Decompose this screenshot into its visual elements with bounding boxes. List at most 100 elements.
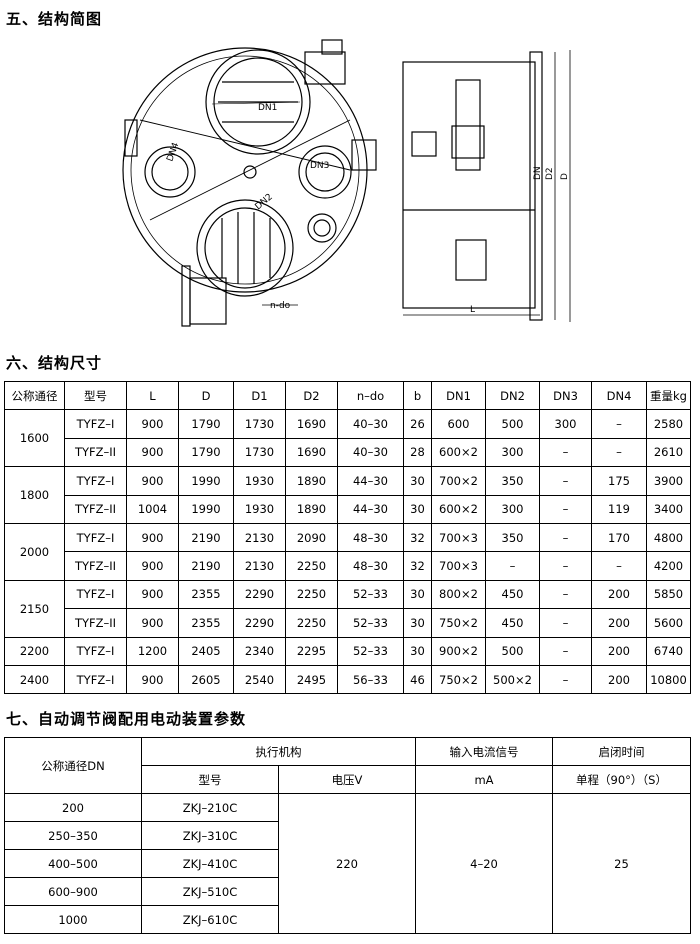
t6-cell: 1890: [285, 494, 338, 524]
t6-cell: 40–30: [337, 409, 404, 439]
t6-cell: –: [539, 494, 592, 524]
t7-dn-cell: 1000: [4, 905, 142, 934]
actuator-bottom: [189, 277, 227, 325]
t7-model-cell: ZKJ–310C: [141, 821, 279, 850]
t6-cell: TYFZ–I: [64, 579, 127, 610]
t6-cell: 900: [126, 579, 179, 610]
t6-dn-cell: 2150: [4, 579, 65, 638]
t6-cell: 1890: [285, 466, 338, 496]
t6-cell: 1990: [178, 466, 234, 496]
t6-cell: 52–33: [337, 608, 404, 638]
t6-cell: 900: [126, 409, 179, 439]
t7-header-actuator: 执行机构: [141, 737, 416, 766]
t6-cell: 1930: [233, 466, 286, 496]
t6-cell: 32: [403, 522, 432, 553]
t6-cell: 48–30: [337, 551, 404, 581]
t6-header-cell: D2: [285, 380, 338, 411]
t6-cell: –: [539, 466, 592, 496]
t6-cell: 500: [485, 636, 540, 666]
t6-cell: 200: [591, 664, 647, 695]
t6-cell: TYFZ–I: [64, 664, 127, 695]
label-dn3: DN3: [310, 161, 329, 171]
t6-cell: –: [539, 636, 592, 666]
t6-cell: TYFZ–I: [64, 522, 127, 553]
t6-cell: 2250: [285, 579, 338, 610]
t6-cell: 28: [403, 437, 432, 468]
t6-cell: 40–30: [337, 437, 404, 468]
t6-cell: 900: [126, 664, 179, 695]
label-d: D: [560, 173, 570, 180]
t6-cell: 2580: [646, 409, 691, 439]
t6-cell: 1690: [285, 409, 338, 439]
t6-dn-cell: 1600: [4, 409, 65, 468]
t6-header-cell: 型号: [64, 380, 127, 411]
t6-cell: 30: [403, 494, 432, 524]
t6-cell: 30: [403, 636, 432, 666]
t6-cell: 4800: [646, 522, 691, 553]
t6-cell: 700×2: [431, 466, 486, 496]
t6-cell: 800×2: [431, 579, 486, 610]
t6-cell: TYFZ–II: [64, 437, 127, 468]
t6-cell: 350: [485, 522, 540, 553]
t6-cell: 1004: [126, 494, 179, 524]
t6-cell: 26: [403, 409, 432, 439]
t6-cell: 52–33: [337, 636, 404, 666]
t6-cell: 200: [591, 636, 647, 666]
t6-header-cell: b: [403, 380, 432, 411]
t7-dn-cell: 200: [4, 793, 142, 822]
label-dn: DN: [533, 166, 543, 180]
t7-time-cell: 25: [552, 793, 691, 934]
t6-cell: TYFZ–I: [64, 409, 127, 439]
t6-cell: 2605: [178, 664, 234, 695]
t6-cell: 2190: [178, 551, 234, 581]
t6-header-cell: DN1: [431, 380, 486, 411]
t6-cell: 2250: [285, 551, 338, 581]
t6-cell: 2495: [285, 664, 338, 695]
section-title-5: 五、结构简图: [6, 10, 103, 28]
t7-voltage-cell: 220: [278, 793, 416, 934]
t6-header-cell: 重量kg: [646, 380, 691, 411]
t6-cell: 52–33: [337, 579, 404, 610]
t6-cell: 5850: [646, 579, 691, 610]
t6-cell: 5600: [646, 608, 691, 638]
t6-cell: 30: [403, 466, 432, 496]
label-l: L: [470, 305, 475, 315]
label-ndo: n-do: [270, 301, 291, 311]
t6-cell: 1990: [178, 494, 234, 524]
t7-header-signal: 输入电流信号: [415, 737, 553, 766]
t6-cell: –: [591, 551, 647, 581]
t6-cell: 30: [403, 579, 432, 610]
t6-cell: 32: [403, 551, 432, 581]
t6-cell: –: [539, 522, 592, 553]
t6-cell: 900: [126, 466, 179, 496]
label-dn2: DN2: [254, 192, 275, 212]
t6-cell: 500×2: [485, 664, 540, 695]
t6-cell: 2130: [233, 522, 286, 553]
t6-cell: TYFZ–I: [64, 636, 127, 666]
port-dn2: [196, 199, 294, 297]
t7-dn-cell: 400–500: [4, 849, 142, 878]
t6-cell: 2290: [233, 579, 286, 610]
t7-header-dn: 公称通径DN: [4, 737, 142, 794]
t6-cell: –: [591, 437, 647, 468]
port-dn3: [298, 145, 352, 199]
t6-cell: 56–33: [337, 664, 404, 695]
t7-model-cell: ZKJ–210C: [141, 793, 279, 822]
t6-cell: 500: [485, 409, 540, 439]
t6-cell: 1200: [126, 636, 179, 666]
t6-cell: 2250: [285, 608, 338, 638]
t6-cell: 900: [126, 437, 179, 468]
t6-cell: 1730: [233, 409, 286, 439]
t6-cell: 900: [126, 522, 179, 553]
t6-header-cell: DN3: [539, 380, 592, 411]
t6-cell: 900: [126, 608, 179, 638]
t6-header-cell: D1: [233, 380, 286, 411]
